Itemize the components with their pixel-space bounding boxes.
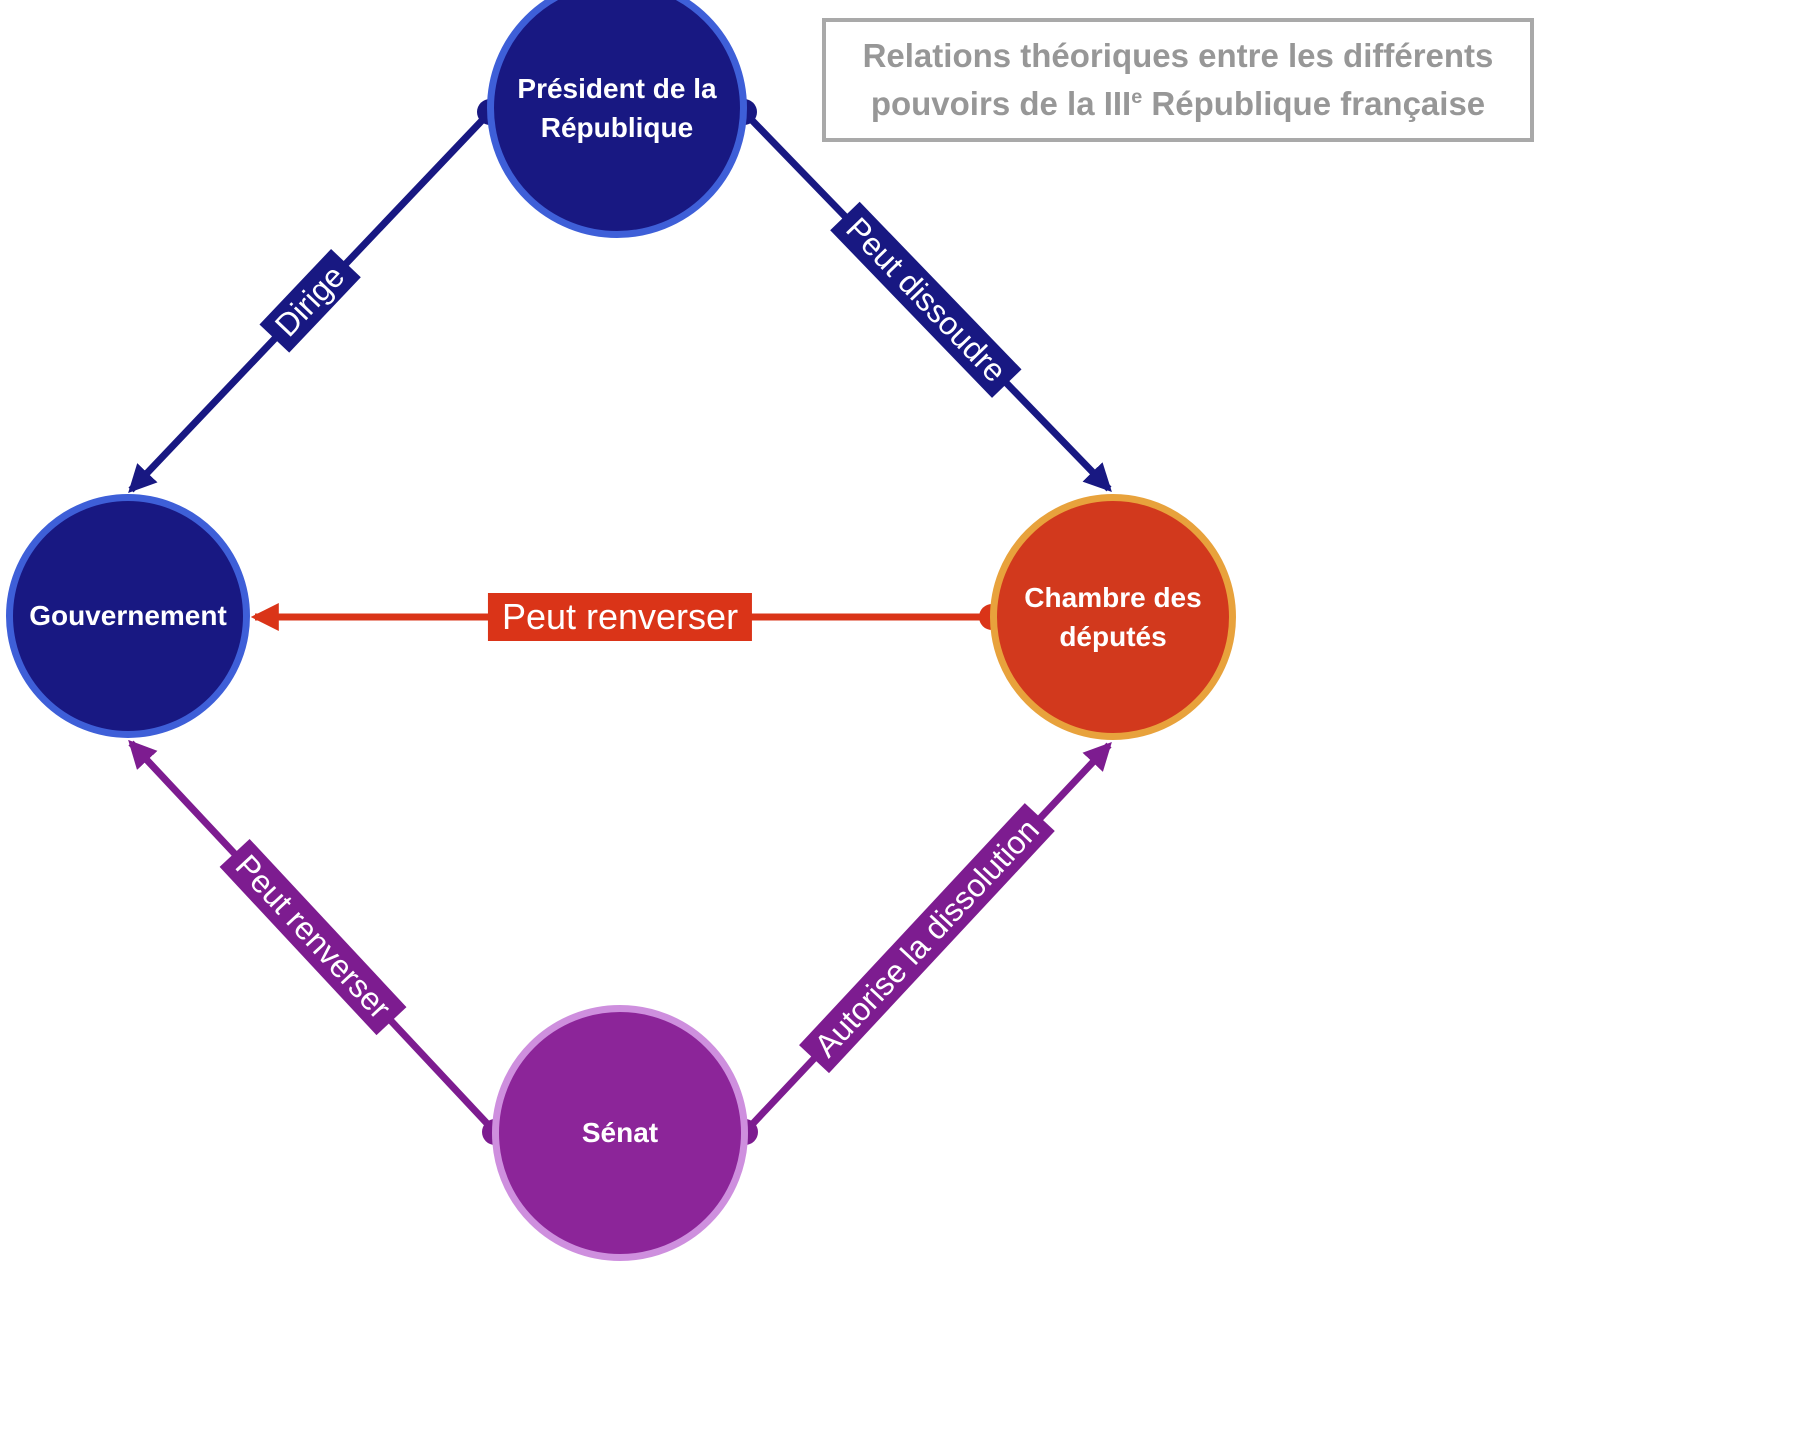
node-president-label: Président de la République [517,72,717,143]
node-senat: Sénat [492,1005,748,1261]
node-gouvernement-label: Gouvernement [29,600,227,632]
title-line-1: Relations théoriques entre les différent… [862,37,1494,74]
node-president: Président de la République [487,0,747,238]
node-gouvernement: Gouvernement [6,494,250,738]
title-superscript-e: e [1131,85,1143,108]
title-box: Relations théoriques entre les différent… [822,18,1534,142]
edge-label-peut-renverser-chambre: Peut renverser [487,593,753,641]
title-line-2-suffix: République française [1142,84,1486,122]
title-line-2-prefix: pouvoirs de la III [870,84,1132,122]
node-senat-label: Sénat [581,1117,659,1149]
node-chambre-des-deputes-label: Chambre des députés [1024,581,1202,652]
node-chambre-des-deputes: Chambre des députés [990,494,1236,740]
title-line-2: pouvoirs de la IIIe République française [842,80,1514,128]
